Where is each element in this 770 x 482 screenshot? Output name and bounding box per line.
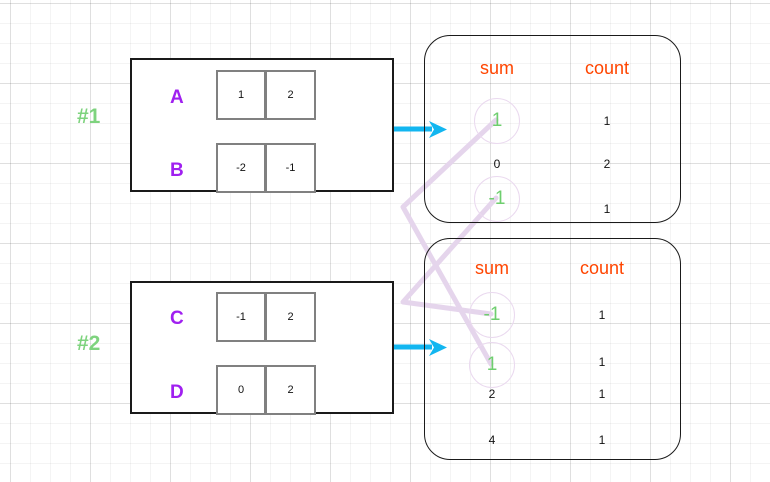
cell-A-1: 2 [266, 70, 316, 120]
agg1-row1-sum: 0 [493, 157, 501, 171]
agg2-row2-sum: 2 [488, 387, 496, 401]
group-label-2: #2 [77, 332, 101, 355]
agg2-row0-sum: -1 [469, 292, 515, 338]
agg1-row1-count: 2 [603, 157, 611, 171]
row-B-cells: -2 -1 [216, 143, 316, 193]
cell-B-0: -2 [216, 143, 266, 193]
row-label-B: B [170, 160, 184, 181]
agg1-header-count: count [584, 58, 630, 78]
agg1-row2-count: 1 [603, 202, 611, 216]
agg2-row2-count: 1 [598, 387, 606, 401]
agg2-row3-count: 1 [598, 433, 606, 447]
cell-C-0: -1 [216, 292, 266, 342]
row-A-cells: 1 2 [216, 70, 316, 120]
aggregate-box-2: sum count -1 1 1 1 2 1 4 1 [424, 238, 681, 460]
agg1-header-sum: sum [479, 58, 515, 78]
agg1-row0-sum: 1 [474, 98, 520, 144]
agg1-row0-count: 1 [603, 114, 611, 128]
group-label-1: #1 [77, 105, 101, 128]
cell-D-0: 0 [216, 365, 266, 415]
cell-C-1: 2 [266, 292, 316, 342]
agg2-row3-sum: 4 [488, 433, 496, 447]
aggregate-box-1: sum count 1 1 0 2 -1 1 [424, 35, 681, 223]
cell-A-0: 1 [216, 70, 266, 120]
agg1-row2-sum: -1 [474, 176, 520, 222]
agg2-header-count: count [579, 258, 625, 278]
row-D-cells: 0 2 [216, 365, 316, 415]
agg2-row1-sum: 1 [469, 342, 515, 388]
cell-B-1: -1 [266, 143, 316, 193]
row-label-A: A [170, 87, 184, 108]
row-label-D: D [170, 382, 184, 403]
cell-D-1: 2 [266, 365, 316, 415]
partition-box-1: A 1 2 B -2 -1 [130, 58, 394, 193]
partition-box-2: C -1 2 D 0 2 [130, 281, 394, 415]
row-label-C: C [170, 308, 184, 329]
agg2-row1-count: 1 [598, 355, 606, 369]
agg2-header-sum: sum [474, 258, 510, 278]
agg2-row0-count: 1 [598, 308, 606, 322]
row-C-cells: -1 2 [216, 292, 316, 342]
